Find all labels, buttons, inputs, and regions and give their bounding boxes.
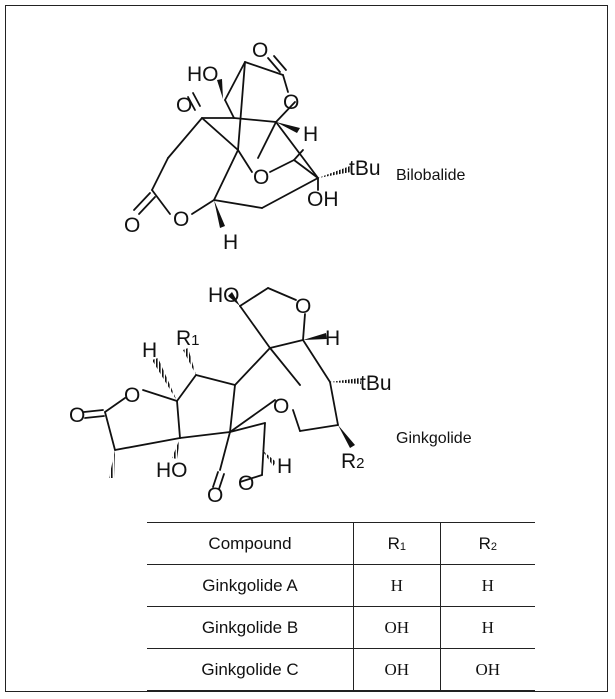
bilobalide-oh-label: OH [307,188,339,211]
ginkgolide-o-lactone-left: O [124,384,140,407]
bilobalide-h-right: H [303,123,318,146]
bilobalide-o-ring-top: O [283,91,299,114]
bilobalide-o-lactone-carbonyl: O [124,214,140,237]
bilobalide-atom-labels: HO O O H tBu O O OH O O H [124,39,381,254]
bilobalide-o-lactone-ring: O [173,208,189,231]
ginkgolide-structure [83,287,361,490]
ginkgolide-o-thf: O [295,295,311,318]
table-header-row: Compound R1 R2 [147,522,535,565]
bilobalide-o-bridge: O [253,166,269,189]
ginkgolide-h-bottom: H [277,455,292,478]
bilobalide-name: Bilobalide [396,167,466,184]
ginkgolide-substituent-table: Compound R1 R2 Ginkgolide A H H Ginkgoli… [147,522,535,691]
ginkgolide-o-ring-bottom: O [238,472,254,495]
bilobalide-structure [133,55,351,228]
bilobalide-h-bottom: H [223,231,238,254]
ginkgolide-r1-label: R1 [176,327,200,350]
bilobalide-tbu-label: tBu [349,157,381,180]
bilobalide-o-ketone-left: O [176,94,192,117]
compound-cell: Ginkgolide C [201,659,299,679]
r1-cell: H [353,564,441,607]
ginkgolide-h-right: H [325,327,340,350]
ginkgolide-o-bridge: O [273,395,289,418]
compound-cell: Ginkgolide A [202,575,298,595]
ginkgolide-tbu-label: tBu [360,372,392,395]
r2-cell: OH [439,648,535,691]
header-r2: R2 [439,522,535,565]
ginkgolide-ho-top: HO [208,284,240,307]
ginkgolide-o-carbonyl-left: O [69,404,85,427]
ginkgolide-r2-label: R2 [341,450,365,473]
compound-cell: Ginkgolide B [201,617,299,637]
r1-cell: OH [353,648,441,691]
table-row: Ginkgolide C OH OH [147,648,535,691]
table-row: Ginkgolide B OH H [147,606,535,649]
r2-cell: H [439,606,535,649]
table-row: Ginkgolide A H H [147,564,535,607]
ginkgolide-ho-bottom: HO [156,459,188,482]
header-compound: Compound [208,533,292,553]
bilobalide-o-ketone-top: O [252,39,268,62]
ginkgolide-atom-labels: HO O H R1 H O tBu O O HO O H R2 O [69,284,392,507]
ginkgolide-o-carbonyl-bottom: O [207,484,223,507]
bilobalide-ho-label: HO [187,63,219,86]
r2-cell: H [439,564,535,607]
figure-frame [5,5,608,692]
header-r1: R1 [353,522,441,565]
ginkgolide-h-left: H [142,339,157,362]
ginkgolide-name: Ginkgolide [396,430,472,447]
r1-cell: OH [353,606,441,649]
